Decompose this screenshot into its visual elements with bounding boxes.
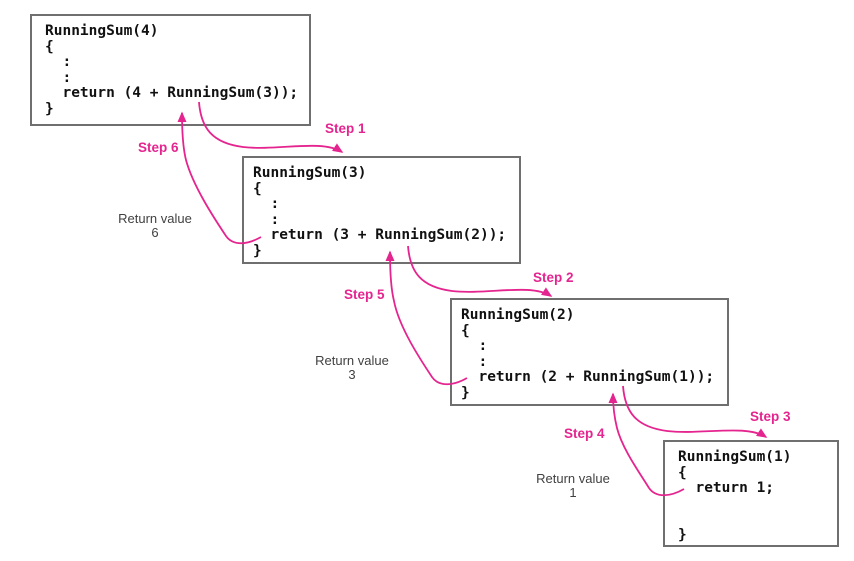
code-line: : bbox=[45, 54, 72, 70]
code-line bbox=[678, 512, 831, 528]
code-line: : bbox=[461, 353, 488, 370]
return-value-number: 3 bbox=[348, 367, 356, 382]
code-line: { bbox=[461, 322, 470, 339]
step-4-label: Step 4 bbox=[564, 426, 605, 441]
step-1-label: Step 1 bbox=[325, 121, 366, 136]
return-value-text: Return value bbox=[118, 211, 192, 226]
return-value-3-label: Return value 3 bbox=[297, 354, 407, 382]
code-line: : bbox=[45, 69, 72, 86]
step-6-label: Step 6 bbox=[138, 140, 179, 155]
code-line: } bbox=[45, 100, 54, 117]
code-line: { bbox=[678, 464, 687, 481]
return-value-1-label: Return value 1 bbox=[518, 472, 628, 500]
code-line: RunningSum(4) bbox=[45, 23, 159, 39]
code-line: return 1; bbox=[678, 480, 775, 496]
code-line bbox=[678, 497, 831, 513]
code-line: } bbox=[253, 242, 262, 259]
step-2-label: Step 2 bbox=[533, 270, 574, 285]
code-box-runningsum-1: RunningSum(1) { return 1; } bbox=[663, 440, 839, 547]
code-line: : bbox=[253, 196, 280, 212]
return-value-6-label: Return value 6 bbox=[100, 212, 210, 240]
return-value-text: Return value bbox=[315, 353, 389, 368]
code-line: RunningSum(3) bbox=[253, 165, 367, 181]
code-line: { bbox=[253, 180, 262, 197]
return-value-number: 6 bbox=[151, 225, 159, 240]
step-5-label: Step 5 bbox=[344, 287, 385, 302]
code-box-runningsum-3: RunningSum(3) { : : return (3 + RunningS… bbox=[242, 156, 521, 264]
code-line: } bbox=[678, 526, 687, 543]
code-line: : bbox=[253, 211, 280, 228]
code-line: : bbox=[461, 338, 488, 354]
code-line: } bbox=[461, 384, 470, 401]
code-line: RunningSum(2) bbox=[461, 307, 575, 323]
return-value-number: 1 bbox=[569, 485, 577, 500]
return-value-text: Return value bbox=[536, 471, 610, 486]
code-box-runningsum-4: RunningSum(4) { : : return (4 + RunningS… bbox=[30, 14, 311, 126]
step-3-label: Step 3 bbox=[750, 409, 791, 424]
code-line: return (4 + RunningSum(3)); bbox=[45, 85, 299, 101]
code-line: return (3 + RunningSum(2)); bbox=[253, 227, 507, 243]
code-box-runningsum-2: RunningSum(2) { : : return (2 + RunningS… bbox=[450, 298, 729, 406]
code-line: return (2 + RunningSum(1)); bbox=[461, 369, 715, 385]
code-line: { bbox=[45, 38, 54, 55]
code-line: RunningSum(1) bbox=[678, 449, 792, 465]
